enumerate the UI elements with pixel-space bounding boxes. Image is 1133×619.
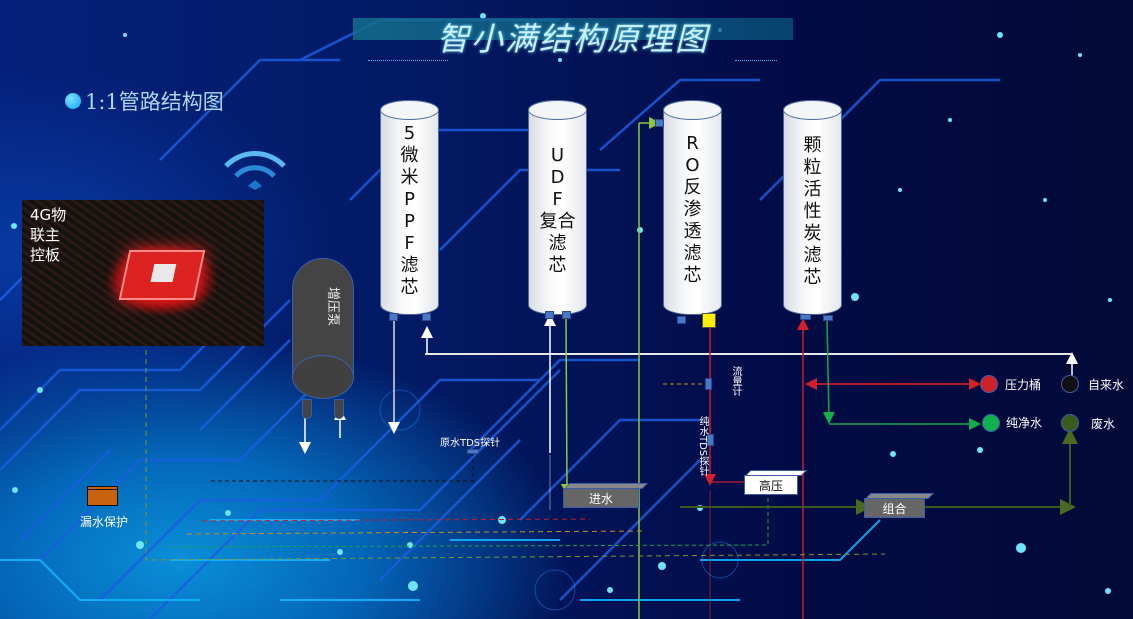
label-char: R — [686, 133, 699, 154]
pump-label: 增压泵 — [325, 286, 341, 327]
label-char: 炭 — [803, 223, 822, 244]
leak-sensor[interactable] — [87, 486, 118, 506]
label-char: 滤 — [548, 233, 567, 254]
ppf-inlet-port — [422, 313, 431, 321]
label-char: 芯 — [400, 277, 419, 298]
title-underline-left — [368, 60, 448, 61]
label-char: 渗 — [683, 199, 702, 220]
board-label-line: 控板 — [30, 246, 61, 264]
label-char: 滤 — [683, 243, 702, 264]
tap-water-dot — [1061, 375, 1079, 393]
pure-water-dot — [982, 414, 1000, 432]
label-char: 复合 — [539, 211, 576, 232]
section-heading: 1:1管路结构图 — [65, 86, 224, 116]
label-char: 微 — [400, 145, 419, 166]
label-char: 活 — [803, 179, 822, 200]
filter-carbon-label: 颗 粒 活 性 炭 滤 芯 — [784, 135, 841, 289]
booster-pump[interactable]: 增压泵 — [292, 258, 354, 419]
filter-ro-label: R O 反 渗 透 滤 芯 — [664, 133, 721, 287]
pressure-tank-label: 压力桶 — [1005, 378, 1042, 392]
flow-meter[interactable] — [705, 378, 712, 390]
filter-carbon[interactable]: 颗 粒 活 性 炭 滤 芯 — [783, 100, 842, 315]
ro-pure-outlet-port — [702, 313, 716, 328]
ppf-outlet-port — [389, 313, 398, 321]
label-char: 反 — [683, 177, 702, 198]
inlet-valve[interactable]: 进水 — [563, 483, 648, 508]
board-label-line: 联主 — [30, 226, 61, 244]
udf-outlet-port — [562, 311, 571, 319]
ro-inlet-port — [655, 119, 664, 127]
label-char: 粒 — [803, 157, 822, 178]
section-heading-text: 1:1管路结构图 — [85, 90, 224, 114]
page-title: 智小满结构原理图 — [436, 20, 709, 58]
pump-base — [292, 355, 354, 399]
title-banner — [353, 18, 793, 40]
combo-valve[interactable]: 组合 — [864, 493, 934, 518]
carbon-outlet-port — [823, 315, 833, 321]
label-char: F — [404, 233, 415, 254]
label-char: 性 — [803, 201, 822, 222]
label-char: 芯 — [683, 265, 702, 286]
label-char: 5 — [403, 123, 416, 144]
pump-outlet — [302, 399, 312, 419]
pump-inlet — [334, 399, 344, 419]
label-char: 芯 — [803, 267, 822, 288]
waste-water-label: 废水 — [1091, 417, 1116, 431]
label-char: D — [550, 167, 565, 188]
board-label-line: 4G物 — [30, 206, 67, 224]
ro-waste-port — [677, 316, 686, 324]
iot-board-label: 4G物 联主 控板 — [30, 205, 70, 265]
inlet-valve-label: 进水 — [563, 488, 639, 508]
label-char: 透 — [683, 221, 702, 242]
label-char: O — [685, 155, 700, 176]
filter-ro[interactable]: R O 反 渗 透 滤 芯 — [663, 100, 722, 315]
waste-water-dot — [1061, 414, 1079, 432]
filter-udf-label: U D F 复合 滤 芯 — [529, 145, 586, 277]
label-char: P — [404, 189, 415, 210]
combo-valve-label: 组合 — [864, 498, 925, 518]
pure-tds-probe-label: 纯水TDS探针 — [697, 416, 708, 477]
high-pressure-label: 高压 — [744, 475, 798, 495]
high-pressure-switch[interactable]: 高压 — [744, 470, 807, 495]
raw-tds-probe-label: 原水TDS探针 — [440, 438, 501, 449]
label-char: 米 — [400, 167, 419, 188]
carbon-inlet-port — [800, 314, 811, 320]
raw-tds-probe[interactable] — [467, 449, 479, 454]
label-char: F — [552, 189, 563, 210]
pressure-tank-dot — [980, 375, 998, 393]
bullet-icon — [65, 93, 81, 109]
label-char: 滤 — [803, 245, 822, 266]
flow-meter-label: 流量计 — [730, 366, 741, 396]
title-underline-right — [735, 60, 777, 61]
filter-udf[interactable]: U D F 复合 滤 芯 — [528, 100, 587, 315]
label-char: 颗 — [803, 135, 822, 156]
label-char: 芯 — [548, 255, 567, 276]
label-char: P — [404, 211, 415, 232]
label-char: U — [550, 145, 565, 166]
iot-control-board[interactable]: 4G物 联主 控板 — [22, 200, 264, 346]
pure-tds-probe[interactable] — [707, 434, 714, 446]
filter-ppf[interactable]: 5 微 米 P P F 滤 芯 — [380, 100, 439, 315]
label-char: 滤 — [400, 255, 419, 276]
leak-protection-label: 漏水保护 — [80, 515, 129, 529]
tap-water-label: 自来水 — [1088, 378, 1125, 392]
filter-ppf-label: 5 微 米 P P F 滤 芯 — [381, 123, 438, 299]
udf-inlet-port — [545, 311, 554, 319]
wifi-icon — [224, 151, 286, 190]
pure-water-label: 纯净水 — [1006, 416, 1043, 430]
